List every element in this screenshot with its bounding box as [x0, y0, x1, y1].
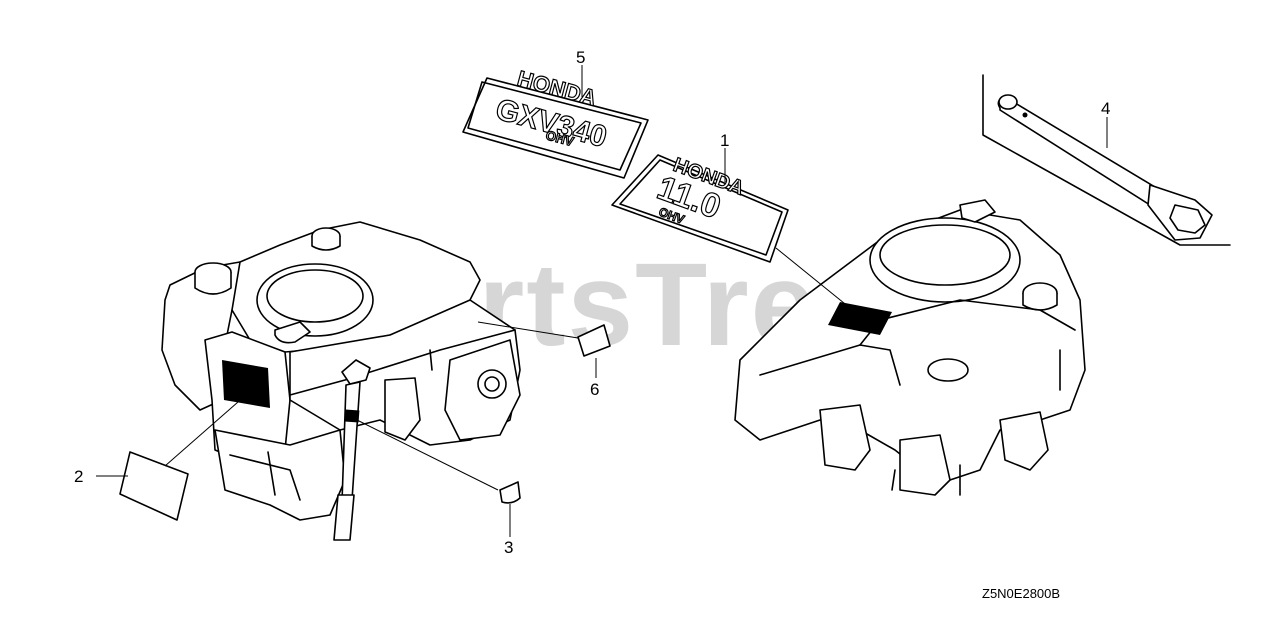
decal-1: HONDA 11.0 OHV — [611, 153, 789, 263]
left-engine-decal — [222, 360, 270, 408]
right-engine-decal — [828, 302, 892, 335]
decal-5: HONDA GXV340 OHV — [462, 65, 649, 179]
callout-5: 5 — [576, 48, 585, 67]
label-3 — [499, 481, 521, 504]
label-6 — [577, 324, 611, 357]
label-2 — [119, 451, 189, 521]
dipstick-label-band — [344, 409, 360, 423]
callout-4: 4 — [1101, 99, 1110, 118]
diagram-code: Z5N0E2800B — [982, 586, 1060, 601]
callout-1: 1 — [720, 131, 729, 150]
right-engine — [734, 199, 1086, 496]
callout-2: 2 — [74, 467, 83, 486]
leader-lines — [96, 65, 1108, 537]
tool-wrench — [982, 74, 1231, 246]
callout-3: 3 — [504, 538, 513, 557]
callout-6: 6 — [590, 380, 599, 399]
left-engine — [161, 221, 521, 541]
